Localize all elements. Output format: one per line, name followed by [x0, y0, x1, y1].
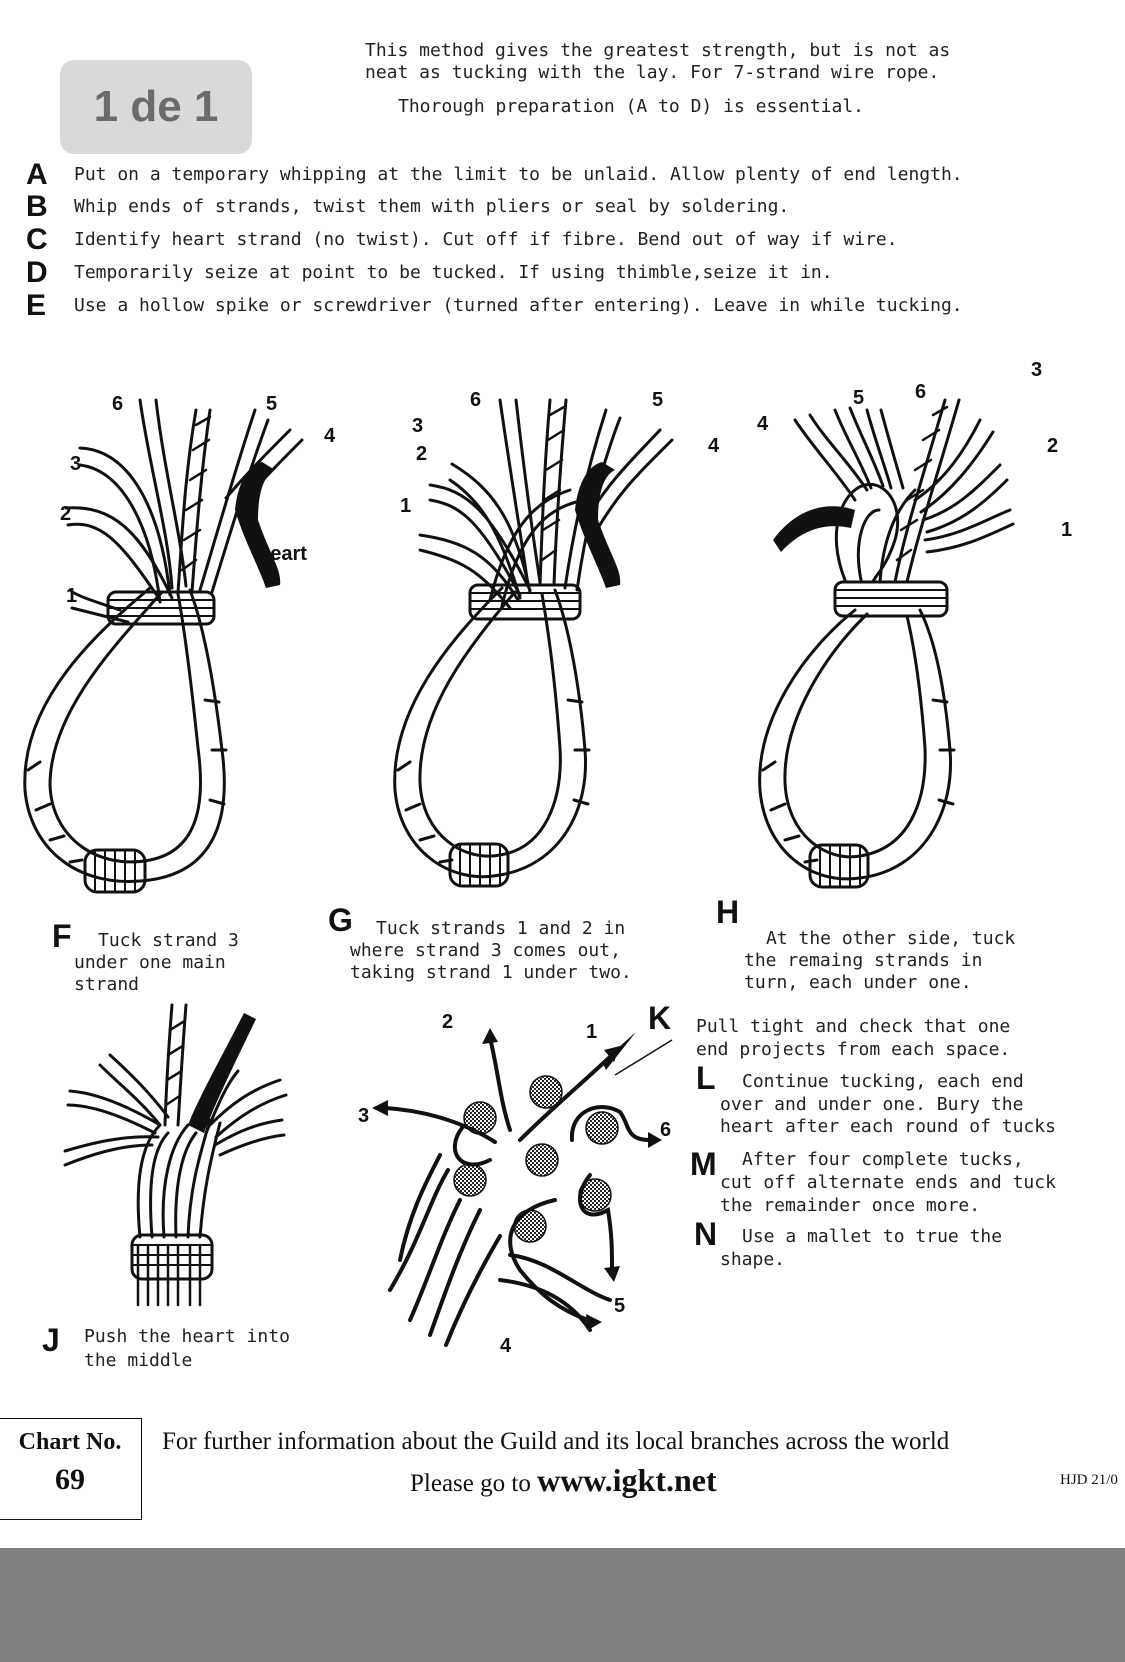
caption-line: over and under one. Bury the [720, 1094, 1024, 1115]
caption-line: where strand 3 comes out, [350, 940, 621, 961]
caption-line: taking strand 1 under two. [350, 962, 632, 983]
strand-label: 6 [915, 381, 926, 403]
chart-page: 1 de 1 This method gives the greatest st… [0, 40, 1118, 1520]
strand-label: 3 [70, 453, 81, 475]
caption-letter-k: K [648, 1000, 672, 1036]
caption-letter-l: L [696, 1060, 716, 1096]
step-text: Use a hollow spike or screwdriver (turne… [74, 295, 963, 316]
footer-code: HJD 21/0 [1060, 1472, 1118, 1488]
strand-label: 4 [324, 425, 336, 447]
caption-line: Push the heart into [84, 1326, 290, 1347]
strand-label: 2 [416, 443, 427, 465]
step-text: Put on a temporary whipping at the limit… [74, 164, 963, 185]
intro-line: neat as tucking with the lay. For 7-stra… [365, 62, 940, 83]
strand-label: 1 [1061, 519, 1072, 541]
bottom-gray-bar [0, 1548, 1125, 1662]
step-letter: C [26, 223, 48, 256]
step-letter: D [26, 256, 48, 289]
footer-link-line: Please go to www.igkt.net [410, 1462, 717, 1499]
step-letter: B [26, 190, 48, 223]
strand-label: 3 [358, 1105, 369, 1127]
strand-label: 5 [652, 389, 663, 411]
caption-letter-n: N [694, 1216, 718, 1252]
heart-label: heart [258, 543, 307, 565]
strand-label: 5 [266, 393, 277, 415]
figure-h-eye-splice: 4 5 6 3 2 1 [757, 359, 1072, 889]
intro-line: Thorough preparation (A to D) is essenti… [398, 96, 864, 117]
caption-line: heart after each round of tucks [720, 1116, 1056, 1137]
figure-j-heart-pushed [63, 1003, 288, 1307]
strand-label: 4 [708, 435, 720, 457]
strand-label: 5 [853, 387, 864, 409]
footer-url-link[interactable]: www.igkt.net [537, 1462, 717, 1498]
step-text: Temporarily seize at point to be tucked.… [74, 262, 833, 283]
caption-line: After four complete tucks, [742, 1149, 1024, 1170]
footer-info: For further information about the Guild … [162, 1428, 950, 1455]
caption-letter-j: J [42, 1322, 60, 1358]
figure-f-eye-splice: 6 5 4 3 2 1 heart [23, 393, 336, 894]
strand-label: 6 [660, 1119, 671, 1141]
caption-line: Pull tight and check that one [696, 1016, 1011, 1037]
caption-line: the remaing strands in [744, 950, 983, 971]
caption-line: end projects from each space. [696, 1039, 1011, 1060]
strand-label: 4 [500, 1335, 512, 1357]
step-text: Whip ends of strands, twist them with pl… [74, 196, 790, 217]
chart-number: 69 [55, 1463, 85, 1496]
caption-line: turn, each under one. [744, 972, 972, 993]
caption-line: shape. [720, 1249, 786, 1270]
caption-line: Tuck strands 1 and 2 in [376, 918, 626, 939]
footer-link-prefix: Please go to [410, 1470, 538, 1497]
step-letter: E [26, 289, 47, 322]
strand-label: 2 [1047, 435, 1058, 457]
caption-line: Continue tucking, each end [742, 1071, 1024, 1092]
caption-line: At the other side, tuck [766, 928, 1016, 949]
strand-label: 2 [442, 1011, 453, 1033]
chart-number-label: Chart No. [18, 1429, 122, 1455]
caption-line: cut off alternate ends and tuck [720, 1172, 1056, 1193]
strand-label: 2 [60, 503, 71, 525]
strand-label: 4 [757, 413, 769, 435]
strand-label: 1 [586, 1021, 597, 1043]
strand-label: 6 [112, 393, 123, 415]
strand-label: 3 [1031, 359, 1042, 381]
caption-letter-g: G [328, 902, 353, 938]
caption-letter-f: F [52, 918, 72, 954]
page-badge: 1 de 1 [60, 60, 252, 154]
caption-line: the remainder once more. [720, 1195, 981, 1216]
caption-line: the middle [84, 1350, 193, 1371]
caption-letter-h: H [716, 894, 740, 930]
strand-label: 1 [66, 585, 77, 607]
chart-number-box: Chart No. 69 [0, 1418, 142, 1520]
figure-k-cross-section: 2 1 3 6 5 4 [358, 1011, 673, 1357]
caption-line: under one main [74, 952, 226, 973]
strand-label: 6 [470, 389, 481, 411]
strand-label: 3 [412, 415, 423, 437]
caption-line: strand [74, 974, 140, 995]
intro-line: This method gives the greatest strength,… [365, 40, 951, 61]
caption-line: Use a mallet to true the [742, 1226, 1003, 1247]
strand-label: 5 [614, 1295, 625, 1317]
step-letter: A [26, 158, 48, 191]
figure-g-eye-splice: 6 5 4 3 2 1 [393, 389, 720, 888]
strand-label: 1 [400, 495, 411, 517]
step-text: Identify heart strand (no twist). Cut of… [74, 229, 898, 250]
caption-line: Tuck strand 3 [98, 930, 239, 951]
caption-letter-m: M [690, 1146, 717, 1182]
